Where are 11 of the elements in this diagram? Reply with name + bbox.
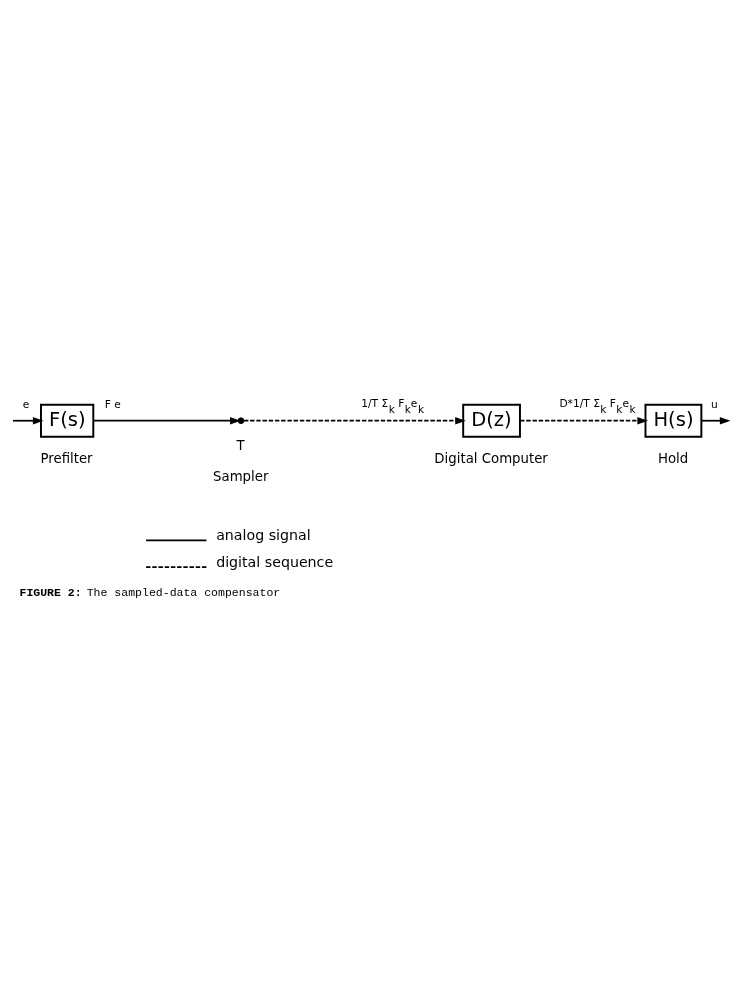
node-label: Digital Computer	[434, 450, 548, 466]
node-label: Hold	[657, 450, 689, 466]
edge-label: u	[711, 397, 718, 411]
caption: FIGURE 2: The sampled-data compensator	[19, 585, 281, 599]
node-label: Sampler	[213, 468, 269, 484]
legend-label: analog signal	[216, 527, 311, 544]
node-label: T	[236, 437, 245, 453]
node-label: Prefilter	[40, 450, 93, 466]
edge-label: e	[22, 397, 30, 411]
edge-label: F e	[104, 397, 121, 411]
legend-label: digital sequence	[216, 553, 334, 570]
